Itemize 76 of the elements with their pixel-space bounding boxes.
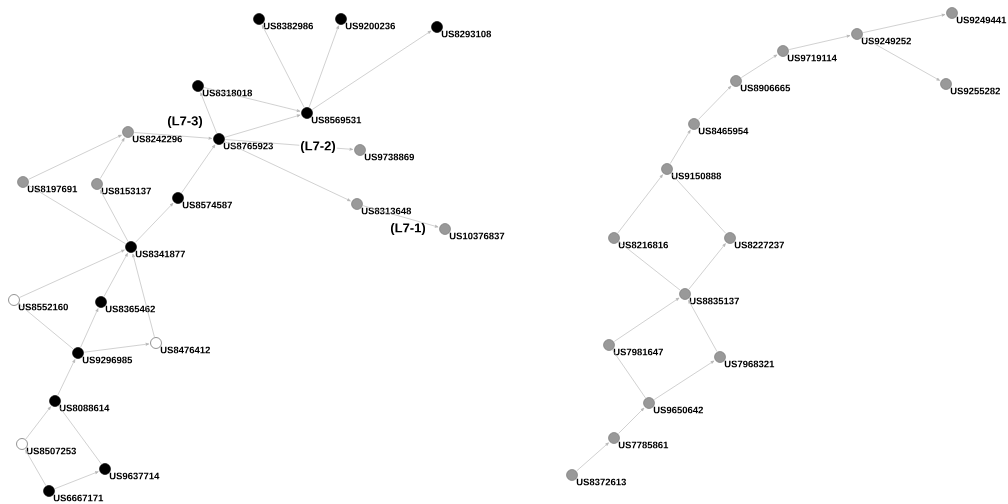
arrow	[688, 300, 718, 352]
arrow	[688, 243, 726, 290]
arrow	[862, 13, 946, 33]
arrow	[224, 114, 301, 138]
node-label: US9650642	[653, 406, 703, 414]
arrow	[80, 308, 99, 348]
arrow	[741, 54, 778, 78]
arrow	[135, 202, 174, 243]
arrow	[788, 34, 851, 50]
arrow	[100, 190, 129, 242]
arrow	[862, 36, 941, 81]
arrow	[19, 249, 125, 298]
node-label: US8318018	[202, 89, 253, 97]
node-label: US7968321	[724, 360, 775, 368]
node-label: US9637714	[109, 472, 160, 480]
arrow	[576, 442, 609, 472]
arrow	[362, 205, 439, 228]
node-label: US8574587	[182, 201, 232, 209]
node-label: US8216816	[618, 241, 669, 249]
arrow	[617, 174, 663, 234]
node-label: US8382986	[263, 22, 314, 30]
arrow	[54, 471, 99, 489]
node-label: US9296985	[82, 356, 133, 364]
node-label: US8313648	[361, 207, 412, 215]
node-label: US8341877	[135, 250, 185, 258]
node-label: US8242296	[132, 135, 183, 143]
node-label: US8088614	[59, 404, 110, 412]
arrow	[200, 92, 217, 134]
arrow	[308, 25, 339, 108]
node-label: US8153137	[101, 187, 151, 195]
node-label: US8227237	[734, 241, 784, 249]
node-label: US9249441	[956, 16, 1007, 24]
node-label: US9249252	[861, 37, 911, 45]
arrow	[203, 87, 301, 112]
node-label: US9255282	[950, 87, 1000, 95]
node-label: US8507253	[26, 447, 77, 455]
arrow	[618, 407, 645, 434]
arrow	[654, 360, 715, 400]
arrow	[261, 25, 305, 108]
node-label: US8293108	[441, 30, 492, 38]
node-label: US8197691	[27, 185, 78, 193]
arrow	[134, 132, 213, 140]
node-label: US7785861	[618, 441, 669, 449]
node-label: US10376837	[449, 232, 505, 240]
arrow	[311, 30, 432, 110]
node-label: US8569531	[311, 116, 362, 124]
arrow	[28, 134, 122, 180]
arrow	[57, 359, 76, 396]
node-label: US6667171	[53, 494, 104, 502]
arrow	[698, 85, 732, 120]
node-label: US8372613	[576, 478, 627, 486]
node-label: US8835137	[689, 297, 739, 305]
node-label: US8552160	[18, 303, 68, 311]
node-label: US9738869	[364, 153, 415, 161]
arrow	[669, 129, 691, 164]
arrow	[83, 342, 150, 353]
arrow	[132, 253, 155, 338]
arrow	[25, 406, 51, 440]
arrow	[613, 297, 680, 342]
node-label: US7981647	[613, 348, 663, 356]
node-label: US8765923	[223, 142, 274, 150]
edge-label: (L7-2)	[299, 139, 337, 155]
annotation: (L7-3)	[167, 115, 203, 129]
arrow	[181, 144, 216, 194]
node-label: US8476412	[160, 346, 210, 354]
node-label: US8906665	[740, 84, 791, 92]
arrow	[99, 137, 125, 179]
node-label: US8365462	[105, 305, 155, 313]
arrow	[224, 141, 351, 202]
node-label: US9719114	[787, 54, 837, 62]
node-label: US9200236	[345, 22, 396, 30]
arrow	[25, 449, 47, 486]
arrow	[103, 253, 128, 297]
annotation: (L7-1)	[390, 222, 426, 236]
node-label: US8465954	[698, 127, 749, 135]
node-label: US9150888	[671, 172, 722, 180]
